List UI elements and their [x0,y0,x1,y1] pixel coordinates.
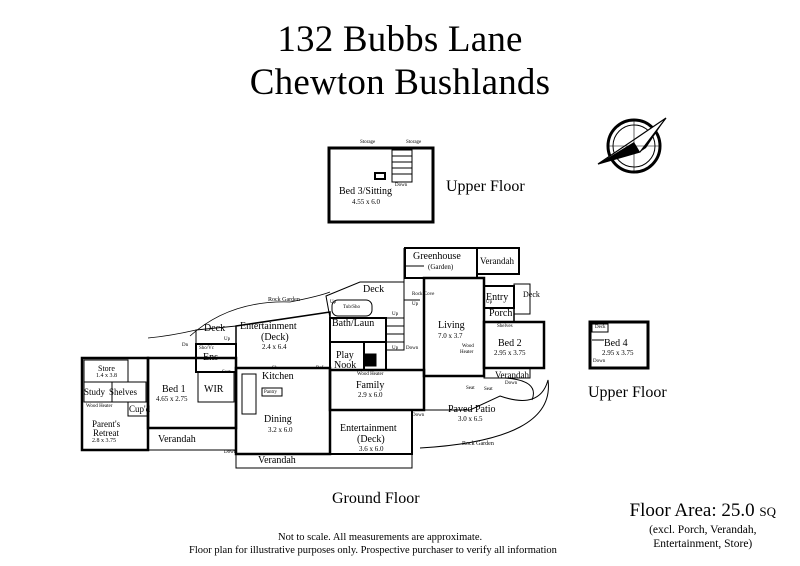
room-verandah-right: Verandah [495,370,529,380]
floor-area-label: Floor Area: 25.0 [629,500,755,521]
room-deck-right: Deck [523,290,540,299]
room-deck-left: Deck [204,323,226,334]
down-label-1: Down [406,346,419,351]
down-label-3: Down [412,413,425,418]
room-entertainment-top-dims: 2.4 x 6.4 [262,343,287,351]
room-parents-retreat-line1: Parent's [92,419,121,429]
room-greenhouse-name: Greenhouse [413,251,461,262]
room-living-dims: 7.0 x 3.7 [438,332,463,340]
upper-floor-label-right: Upper Floor [588,384,667,401]
room-store-name: Store [98,364,115,373]
down-label-4: Down [224,450,237,455]
room-dining-name: Dining [264,414,292,425]
room-porch: Porch [489,308,513,319]
room-entertainment-top-line1: Entertainment [240,321,297,332]
shower-wc-label: Sho/Vc [199,346,214,351]
room-entertainment-bottom-line2: (Deck) [357,434,385,445]
pantry-label: Pantry [264,390,278,395]
room-parents-retreat-line2: Retreat [93,428,119,438]
room-entertainment-bottom-line1: Entertainment [340,423,397,434]
rock-garden-bottom-label: Rock Garden [462,441,494,447]
room-verandah-top: Verandah [480,256,514,266]
room-kitchen: Kitchen [262,371,294,382]
room-bed2-dims: 2.95 x 3.75 [494,349,526,357]
down-label-top: Down [395,183,408,188]
room-verandah-bottom: Verandah [258,455,296,466]
room-bath-laun: Bath/Laun [332,318,375,329]
shelves-label-left: Shelves [109,387,137,397]
upper-floor-outline [327,146,435,224]
stair-upper [391,149,413,183]
room-bed3-name: Bed 3/Sitting [339,186,393,197]
room-entertainment-top-line2: (Deck) [261,332,289,343]
rock-cove-label: Rock Cove [412,292,435,297]
room-bed1-name: Bed 1 [162,384,186,395]
up-label-4: Up [224,337,231,342]
compass-rose-icon [597,117,667,174]
up-label-6: Up [412,302,419,307]
room-family-name: Family [356,380,385,391]
down-label-bed4: Down [593,359,606,364]
ground-floor-label: Ground Floor [332,490,420,507]
up-label-3: Up [392,346,399,351]
shelves-label-bed2: Shelves [497,324,513,329]
floor-area-line: Floor Area: 25.0 SQ [630,500,776,523]
room-greenhouse-sub: (Garden) [428,263,454,271]
room-bed4-name: Bed 4 [604,338,628,349]
up-label-1: Up [330,300,337,305]
room-deck-top: Deck [363,284,385,295]
ref-label: Ref [316,366,324,371]
floor-area-block: Floor Area: 25.0 SQ (excl. Porch, Verand… [630,500,776,551]
rock-garden-top-label: Rock Garden [268,297,300,303]
floor-area-excl-1: (excl. Porch, Verandah, [649,524,757,536]
room-bed4-dims: 2.95 x 3.75 [602,349,634,357]
room-parents-retreat-dims: 2.8 x 3.75 [92,438,116,444]
room-ens: Ens [203,352,218,363]
room-entry: Entry [486,292,509,303]
upper-floor-label-top: Upper Floor [446,178,525,195]
room-play-nook-line1: Play [336,350,354,361]
note-line-1: Not to scale. All measurements are appro… [278,532,483,543]
storage-label-2: Storage [406,140,422,145]
up-label-5: Up [486,300,493,305]
down-label-2: Down [505,381,518,386]
room-verandah-left: Verandah [158,434,196,445]
room-bed3-dims: 4.55 x 6.0 [352,198,380,206]
wood-heater-left-label: Wood Heater [86,404,113,409]
sink-label: Sk [272,366,278,371]
room-living-name: Living [438,320,465,331]
title-block: 132 Bubbs Lane Chewton Bushlands [0,18,800,104]
room-wir: WIR [204,384,224,395]
floor-area-excl-2: Entertainment, Store) [653,538,753,550]
dn-label-1: Dn [182,343,189,348]
room-dining-dims: 3.2 x 6.0 [268,426,293,434]
room-entertainment-bottom-dims: 3.6 x 6.0 [359,445,384,453]
up-label-2: Up [392,312,399,317]
tub-shower-label: Tub/Sho [343,305,361,310]
seat-label-1: Seat [466,386,475,391]
room-family-dims: 2.9 x 6.0 [358,391,383,399]
title-line-2: Chewton Bushlands [249,62,551,103]
note-line-2: Floor plan for illustrative purposes onl… [189,545,557,556]
title-line-1: 132 Bubbs Lane [277,19,523,60]
floor-area-unit: SQ [759,504,776,519]
bed4-outline [588,320,650,370]
wood-heater-label-1: Wood [462,344,474,349]
room-cupd: Cup'd [129,404,151,414]
wood-heater-label-2: Heater [460,350,474,355]
storage-label-1: Storage [360,140,376,145]
deck-label-bed4: Deck [595,325,606,330]
room-paved-patio-dims: 3.0 x 6.5 [458,415,483,423]
room-study: Study [84,387,106,397]
seat-label-3: Seat [222,370,231,375]
room-paved-patio-name: Paved Patio [448,404,496,415]
wood-heater-nook-label: Wood Heater [357,372,384,377]
room-store-dims: 1.4 x 3.8 [96,373,117,379]
room-bed1-dims: 4.65 x 2.75 [156,395,188,403]
room-play-nook-line2: Nook [334,360,357,371]
room-bed2-name: Bed 2 [498,338,522,349]
seat-label-2: Seat [484,387,493,392]
